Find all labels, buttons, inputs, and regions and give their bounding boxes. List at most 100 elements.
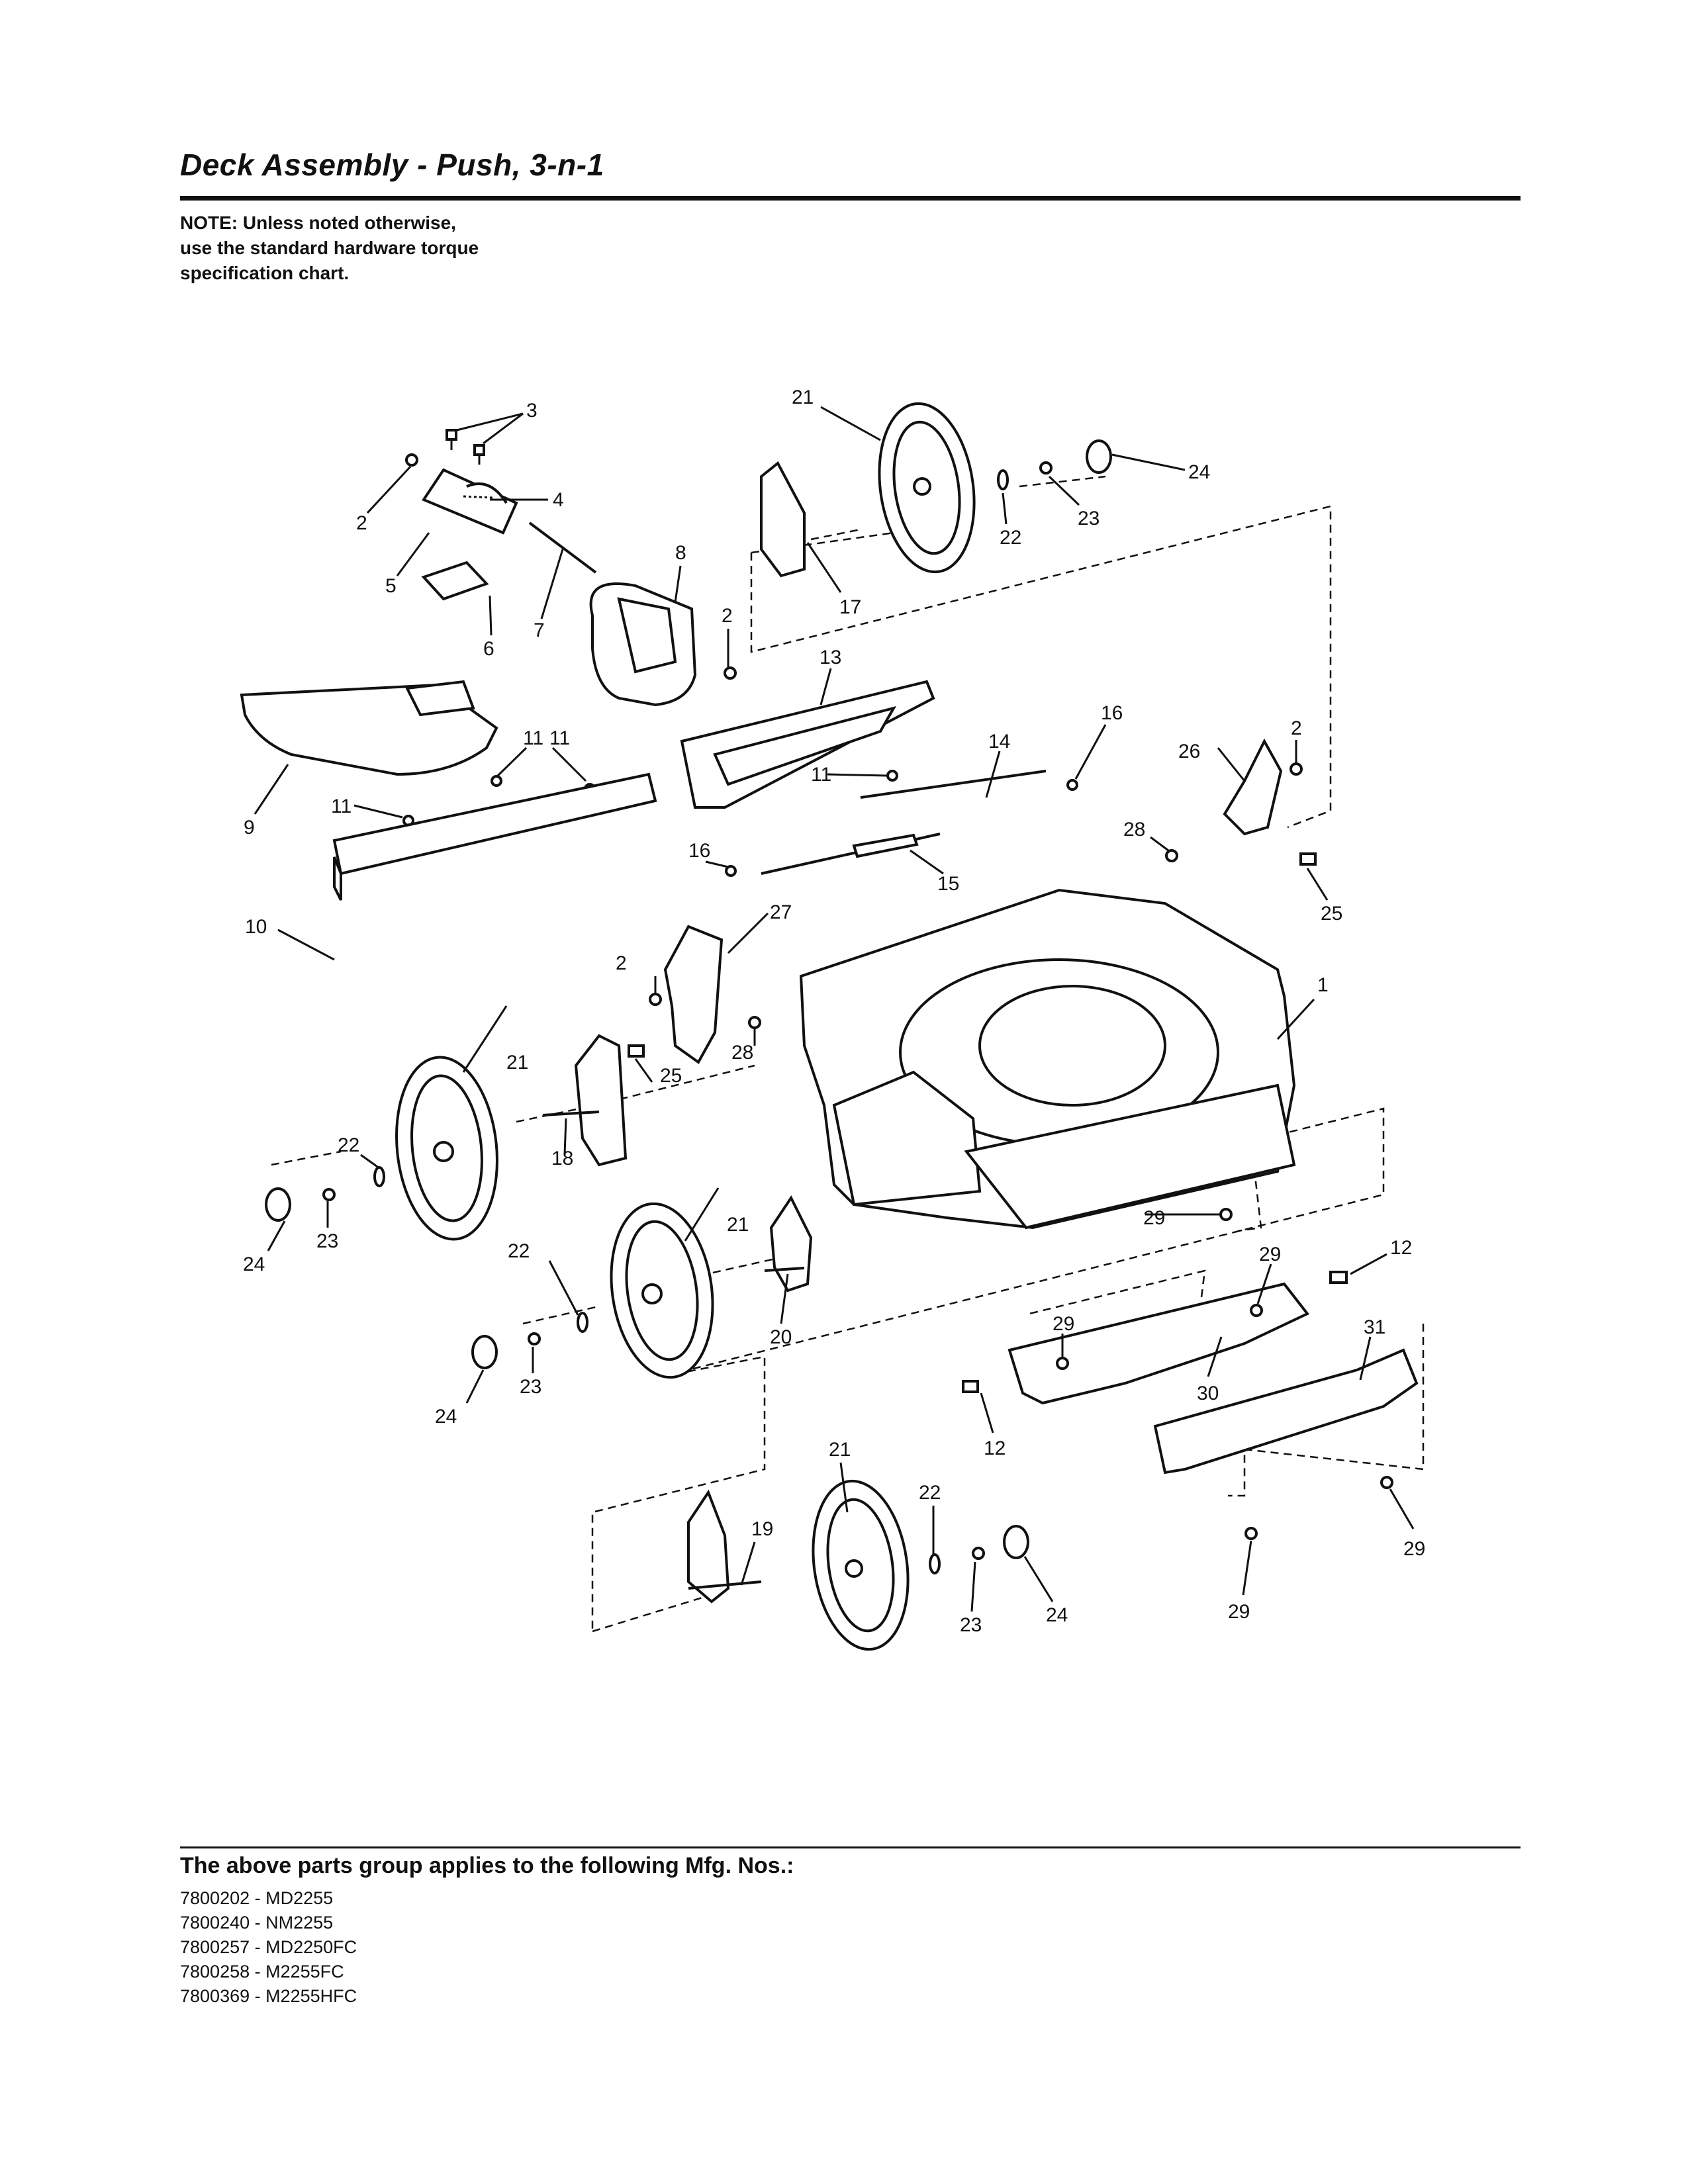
part-7-rod xyxy=(528,522,597,574)
callout: 11 xyxy=(331,796,352,817)
callout: 23 xyxy=(316,1230,338,1252)
part-6-plate xyxy=(421,561,489,601)
callout: 29 xyxy=(1053,1313,1074,1335)
part-5-bracket xyxy=(421,468,518,535)
callout: 23 xyxy=(960,1614,982,1636)
callout: 29 xyxy=(1143,1207,1165,1229)
part-2-nut xyxy=(724,666,737,680)
callout: 20 xyxy=(770,1326,792,1348)
callout: 28 xyxy=(731,1042,753,1064)
callout: 2 xyxy=(722,605,733,627)
part-11-bolt xyxy=(886,770,898,782)
part-22-washer xyxy=(997,469,1009,490)
callout: 11 xyxy=(523,727,543,749)
callout: 21 xyxy=(506,1052,528,1073)
callout: 18 xyxy=(551,1148,573,1169)
part-28-nut xyxy=(748,1016,761,1029)
callout: 23 xyxy=(520,1376,541,1398)
callout: 24 xyxy=(435,1406,457,1428)
part-24-hub-cap xyxy=(1086,439,1112,474)
callout: 24 xyxy=(1046,1604,1068,1626)
title-rule xyxy=(180,196,1521,201)
callout: 22 xyxy=(919,1482,941,1504)
note-line: NOTE: Unless noted otherwise, xyxy=(180,212,456,233)
part-22-washer xyxy=(577,1312,588,1333)
part-21-wheel xyxy=(610,1202,714,1379)
mfg-number-list: 7800202 - MD2255 7800240 - NM2255 780025… xyxy=(180,1886,357,2009)
part-22-washer xyxy=(929,1553,941,1574)
part-18-axle-bracket xyxy=(574,1034,628,1167)
callout: 22 xyxy=(338,1134,359,1156)
callout: 31 xyxy=(1364,1316,1385,1338)
callout: 5 xyxy=(385,575,397,597)
part-2-nut xyxy=(649,993,662,1006)
part-20-axle xyxy=(764,1267,805,1272)
torque-note: NOTE: Unless noted otherwise, use the st… xyxy=(180,210,643,286)
callout: 3 xyxy=(526,400,538,422)
callout: 4 xyxy=(553,489,564,511)
part-24-hub-cap xyxy=(471,1335,498,1369)
part-23-nut xyxy=(322,1188,336,1201)
callout: 19 xyxy=(751,1518,773,1540)
part-9-discharge-chute xyxy=(240,680,498,776)
part-12-bolt xyxy=(1329,1271,1348,1284)
part-1-mower-deck xyxy=(799,888,1296,1230)
callout: 26 xyxy=(1178,741,1200,762)
part-14-rod xyxy=(860,770,1047,799)
mfg-number: 7800202 - MD2255 xyxy=(180,1888,334,1908)
part-10-rear-bracket xyxy=(332,772,657,901)
mfg-number: 7800240 - NM2255 xyxy=(180,1913,334,1933)
part-11-bolt xyxy=(491,775,502,787)
note-line: use the standard hardware torque xyxy=(180,238,479,258)
mfg-number: 7800258 - M2255FC xyxy=(180,1962,344,1981)
part-2-nut xyxy=(1289,762,1303,776)
applies-heading: The above parts group applies to the fol… xyxy=(180,1853,794,1878)
part-21-wheel xyxy=(878,402,976,574)
callout: 24 xyxy=(243,1253,265,1275)
part-24-hub-cap xyxy=(265,1187,291,1222)
part-29-nut xyxy=(1056,1357,1069,1370)
part-17-axle-bracket xyxy=(760,461,806,578)
callout-labels: 1 2 2 2 2 3 4 5 6 7 8 9 10 11 11 11 11 1… xyxy=(243,387,1425,1636)
part-13-baffle xyxy=(680,680,935,809)
callout: 28 xyxy=(1123,819,1145,841)
callout: 27 xyxy=(770,901,792,923)
callout: 10 xyxy=(245,916,267,938)
callout: 1 xyxy=(1317,974,1329,996)
part-18-axle xyxy=(542,1111,600,1116)
part-21-wheel xyxy=(812,1479,910,1651)
callout: 6 xyxy=(483,638,494,660)
callout: 2 xyxy=(616,952,627,974)
part-27-height-bracket xyxy=(663,925,724,1064)
part-25-bolt xyxy=(628,1044,645,1058)
callout: 21 xyxy=(727,1214,749,1236)
part-21-wheel xyxy=(395,1056,498,1241)
callout: 14 xyxy=(988,731,1010,752)
callout: 11 xyxy=(811,764,831,786)
part-15-spring xyxy=(852,833,919,858)
part-29-nut xyxy=(1380,1476,1393,1489)
callout: 30 xyxy=(1197,1383,1219,1404)
part-23-nut xyxy=(1039,461,1053,475)
part-23-nut xyxy=(972,1547,985,1560)
part-23-nut xyxy=(528,1332,541,1345)
part-19-axle xyxy=(688,1580,762,1590)
callout: 22 xyxy=(1000,527,1021,549)
callout: 29 xyxy=(1259,1244,1281,1265)
callout: 2 xyxy=(356,512,367,534)
part-16-clip xyxy=(725,865,737,877)
footer-rule xyxy=(180,1846,1521,1848)
callout: 9 xyxy=(244,817,255,839)
part-29-nut xyxy=(1244,1527,1258,1540)
callout: 29 xyxy=(1403,1538,1425,1560)
part-25-bolt xyxy=(1299,852,1317,866)
callout: 21 xyxy=(829,1439,851,1461)
callout: 13 xyxy=(820,647,841,668)
part-24-hub-cap xyxy=(1003,1525,1029,1559)
callout: 2 xyxy=(1291,717,1302,739)
callout: 23 xyxy=(1078,508,1100,529)
callout: 21 xyxy=(792,387,814,408)
part-19-axle-bracket xyxy=(687,1489,730,1604)
part-8-mulch-plug xyxy=(589,582,697,707)
part-28-nut xyxy=(1165,849,1178,862)
